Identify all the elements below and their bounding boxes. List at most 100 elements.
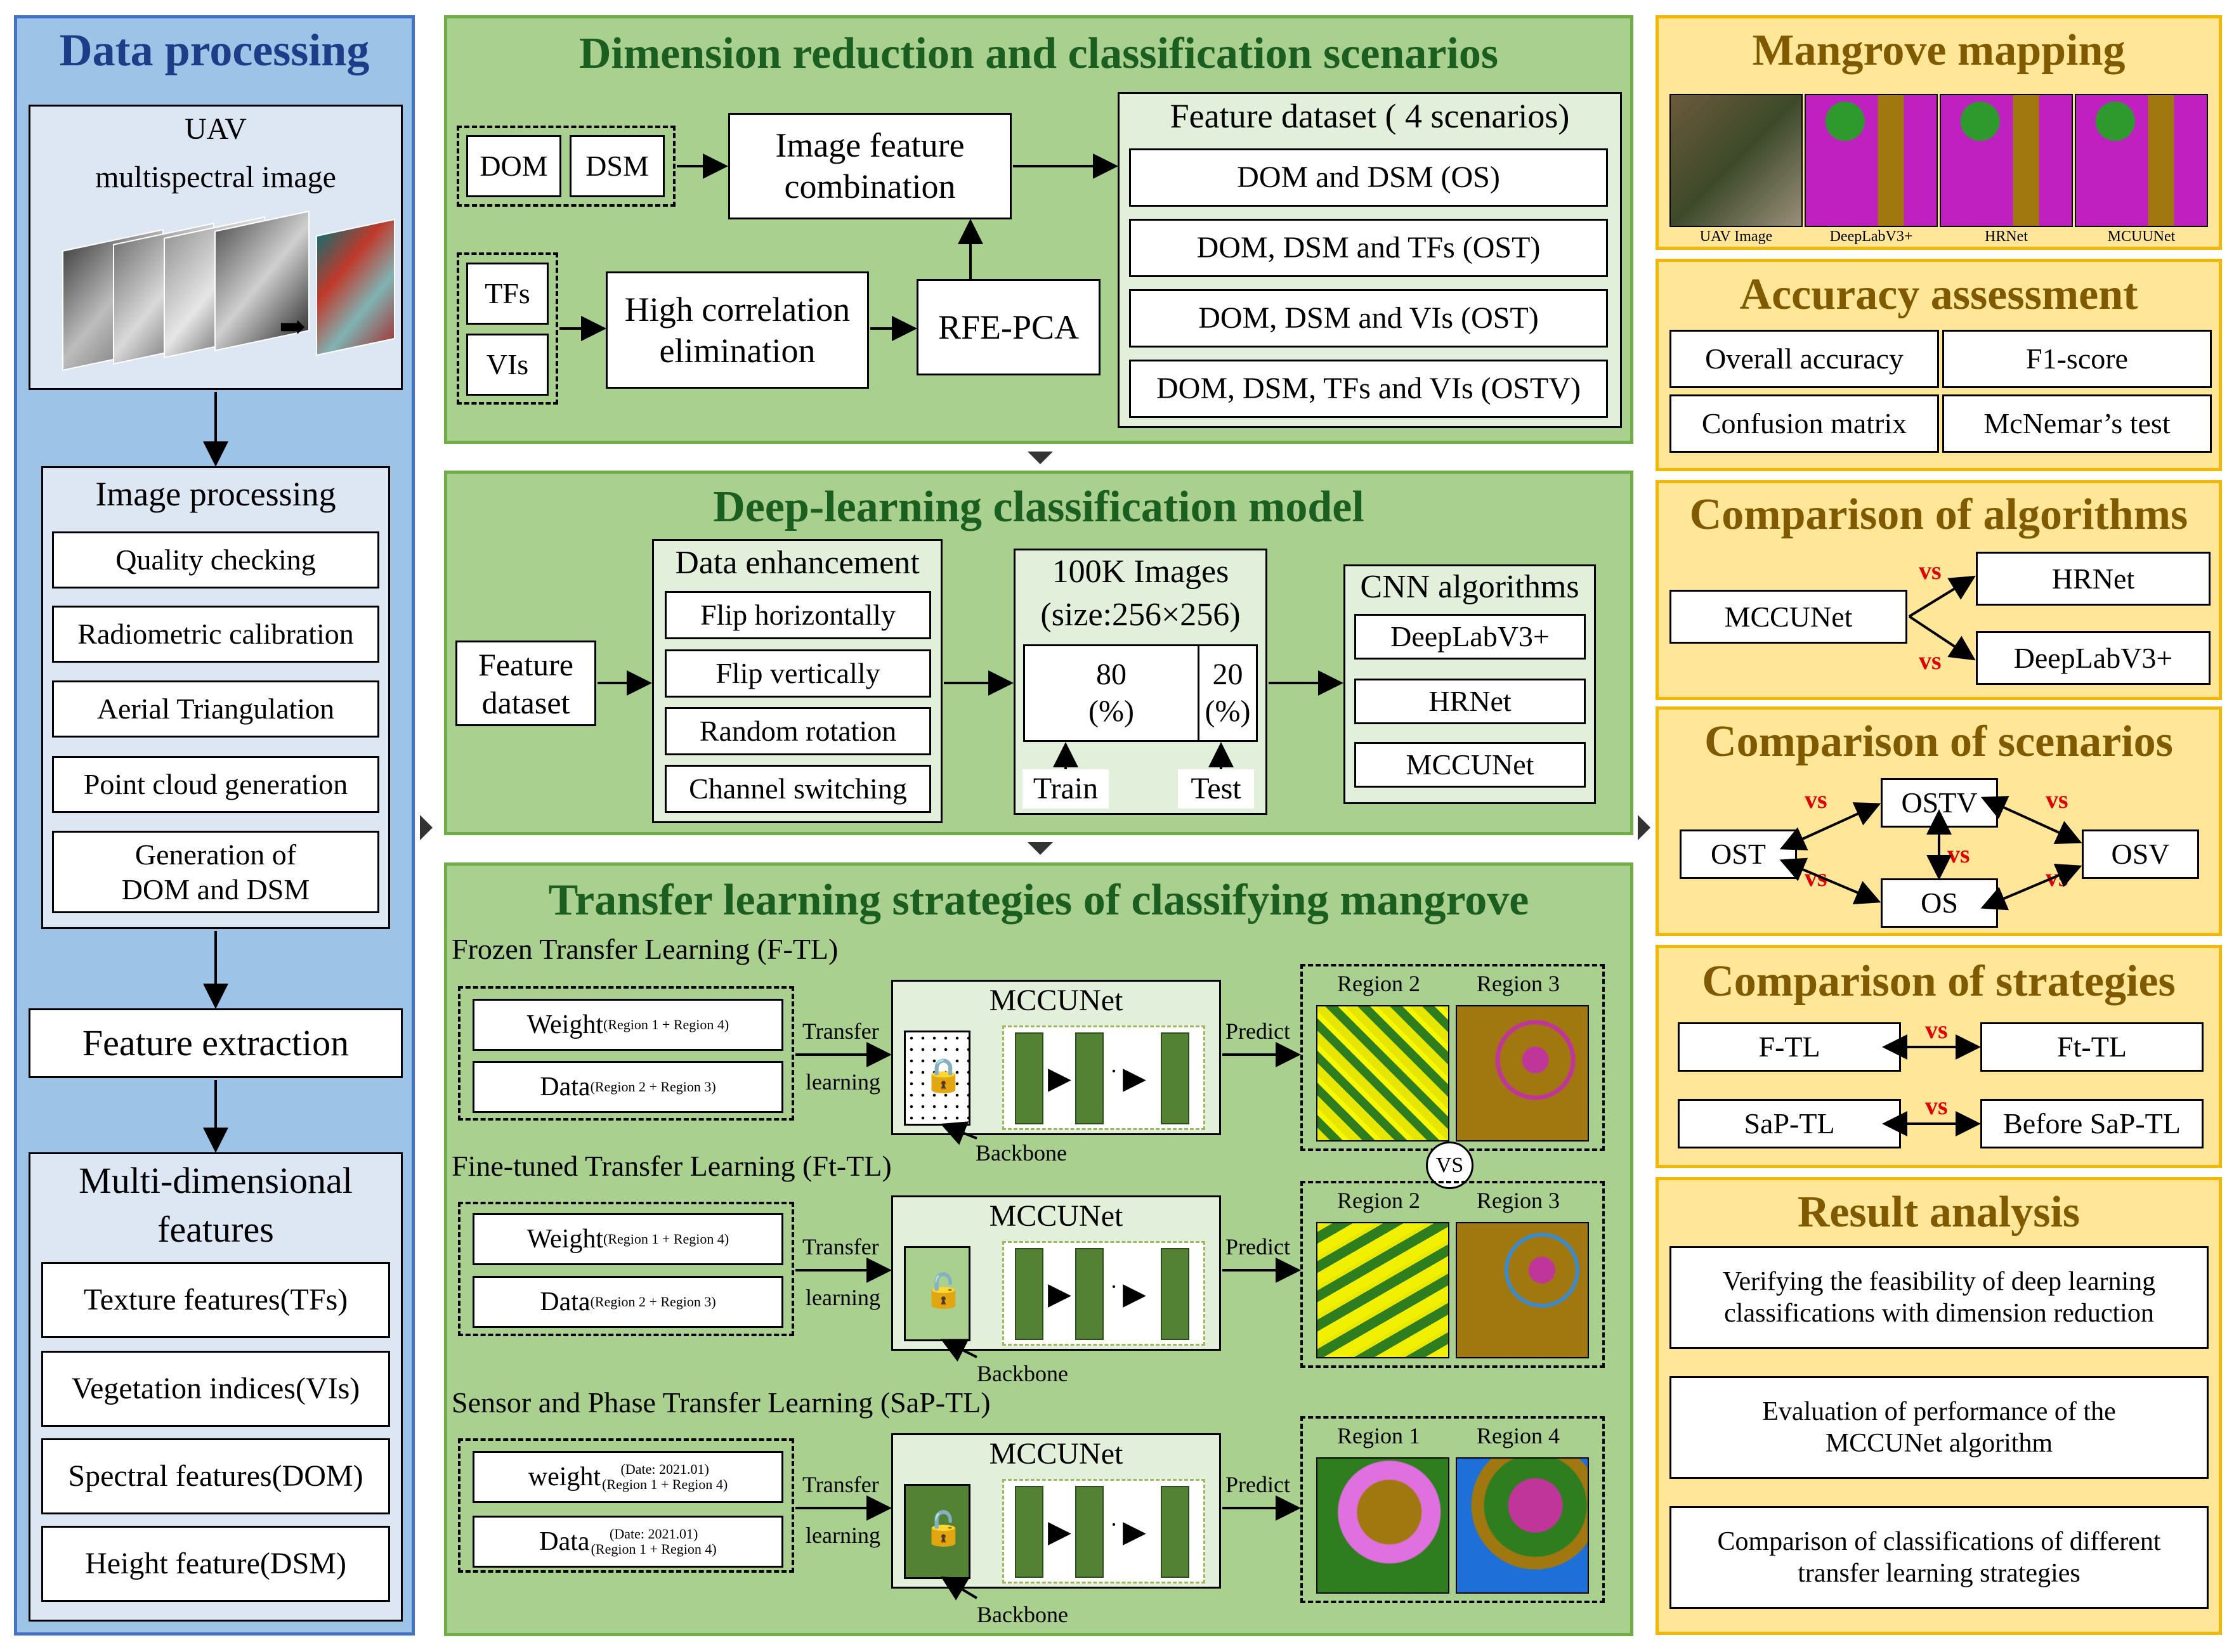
channel-switching-item: Channel switching <box>665 765 931 813</box>
transfer-title: Transfer learning strategies of classify… <box>548 876 1529 925</box>
overall-accuracy-item: Overall accuracy <box>1669 330 1939 388</box>
result-item-1: Verifying the feasibility of deep learni… <box>1669 1246 2209 1349</box>
tfs-vis-group <box>457 252 558 405</box>
confusion-matrix-item: Confusion matrix <box>1669 394 1939 453</box>
random-rotation-item: Random rotation <box>665 707 931 755</box>
weight-sub-saptl: (Region 1 + Region 4) <box>602 1476 728 1492</box>
spectral-features-item: Spectral features(DOM) <box>41 1438 390 1514</box>
region-a-map-fttl <box>1316 1222 1449 1358</box>
transfer-label-ftl-2: learning <box>806 1069 880 1095</box>
weight-data-group-ftl <box>458 986 794 1121</box>
train-label: Train <box>1022 769 1109 809</box>
layer-3-ftl <box>1161 1032 1189 1124</box>
play-icon-saptl-2: ▶ <box>1123 1515 1146 1549</box>
dom-box: DOM <box>466 135 561 197</box>
deep-learning-title: Deep-learning classification model <box>713 483 1364 531</box>
backbone-label-saptl: Backbone <box>977 1602 1068 1627</box>
image-feature-line1: Image feature <box>775 126 965 165</box>
transfer-label-fttl-2: learning <box>806 1285 880 1310</box>
model-title-saptl: MCCUNet <box>989 1437 1123 1471</box>
flip-vertically-item: Flip vertically <box>665 649 931 698</box>
image-feature-combination-box: Image feature combination <box>728 113 1012 219</box>
mapping-mcuunet-image <box>2075 94 2208 227</box>
radiometric-calibration-item: Radiometric calibration <box>52 606 379 663</box>
test-split-box: 20 (%) <box>1198 644 1258 742</box>
strategy-name-fttl: Fine-tuned Transfer Learning (Ft-TL) <box>452 1150 892 1182</box>
region-b-map-saptl <box>1456 1457 1589 1594</box>
mapping-title: Mangrove mapping <box>1752 26 2126 75</box>
transfer-label-saptl-1: Transfer <box>802 1472 879 1497</box>
data-sub-ftl: (Region 2 + Region 3) <box>590 1078 716 1095</box>
weight-sub-fttl: (Region 1 + Region 4) <box>603 1230 729 1247</box>
data-sub-saptl: (Region 1 + Region 4) <box>591 1541 717 1557</box>
vs-circle-label: VS <box>1435 1153 1464 1177</box>
layer-1-fttl <box>1015 1248 1043 1340</box>
mapping-hrnet-image <box>1940 94 2073 227</box>
transfer-label-fttl-1: Transfer <box>802 1234 879 1259</box>
weight-label-saptl: weight <box>528 1462 601 1492</box>
algo-vs-label-1: vs <box>1919 556 1942 585</box>
algo-mccunet-box: MCCUNet <box>1669 590 1907 644</box>
high-corr-line1: High correlation <box>624 290 851 328</box>
uav-image-box: UAV multispectral image ➡ <box>29 105 403 390</box>
data-sup-saptl: (Date: 2021.01) <box>610 1525 698 1542</box>
train-pct-value: 80 <box>1096 658 1127 692</box>
data-enhancement-title: Data enhancement <box>675 545 920 581</box>
play-icon-saptl-1: ▶ <box>1048 1515 1071 1549</box>
feature-dataset-input-box: Feature dataset <box>455 641 596 726</box>
image-feature-line2: combination <box>784 167 956 205</box>
data-label-fttl: Data <box>540 1287 591 1317</box>
layer-1-saptl <box>1015 1486 1043 1578</box>
cnn-title: CNN algorithms <box>1360 569 1579 605</box>
region-a-map-saptl <box>1316 1457 1449 1594</box>
weight-data-group-saptl <box>458 1438 794 1573</box>
strat-ftl-box: F-TL <box>1678 1022 1901 1072</box>
region-b-label-ftl: Region 3 <box>1477 971 1560 996</box>
vegetation-indices-item: Vegetation indices(VIs) <box>41 1351 390 1427</box>
algo-vs-label-2: vs <box>1919 646 1942 675</box>
caption-mcuunet: MCUUNet <box>2107 228 2176 245</box>
model-title-ftl: MCCUNet <box>989 984 1123 1017</box>
layer-1-ftl <box>1015 1032 1043 1124</box>
strategy-name-ftl: Frozen Transfer Learning (F-TL) <box>452 933 839 965</box>
test-label: Test <box>1178 769 1254 809</box>
mapping-deeplab-image <box>1805 94 1938 227</box>
region-b-map-fttl <box>1456 1222 1589 1358</box>
data-label-saptl: Data <box>539 1526 590 1556</box>
weight-box-fttl: Weight(Region 1 + Region 4) <box>473 1213 783 1265</box>
data-sub-fttl: (Region 2 + Region 3) <box>590 1293 716 1310</box>
play-icon-ftl-2: ▶ <box>1123 1062 1146 1095</box>
rfe-pca-box: RFE-PCA <box>917 279 1101 375</box>
point-cloud-item: Point cloud generation <box>52 756 379 813</box>
backbone-frozen-ftl <box>904 1031 970 1126</box>
test-pct-unit: (%) <box>1205 694 1251 728</box>
high-corr-line2: elimination <box>659 331 816 370</box>
dimension-title: Dimension reduction and classification s… <box>578 29 1499 78</box>
lock-closed-icon-ftl: 🔒 <box>923 1058 964 1094</box>
strat-fttl-box: Ft-TL <box>1980 1022 2204 1072</box>
multi-dim-title-1: Multi-dimensional <box>79 1160 353 1201</box>
mapping-uav-image <box>1669 94 1803 227</box>
strat-saptl-box: SaP-TL <box>1678 1099 1901 1148</box>
layer-2-saptl <box>1075 1486 1104 1578</box>
images-title-1: 100K Images <box>1052 554 1229 590</box>
dots-icon-ftl: · <box>1110 1058 1118 1084</box>
data-box-saptl: Data (Date: 2021.01)(Region 1 + Region 4) <box>473 1516 783 1568</box>
image-processing-title: Image processing <box>95 475 336 513</box>
predict-label-ftl: Predict <box>1225 1018 1290 1044</box>
train-pct-unit: (%) <box>1088 694 1134 728</box>
tfs-box: TFs <box>466 263 549 325</box>
f1-score-item: F1-score <box>1942 330 2212 388</box>
predict-label-saptl: Predict <box>1225 1472 1290 1497</box>
caption-deeplab: DeepLabV3+ <box>1829 228 1913 245</box>
vis-box: VIs <box>466 334 549 396</box>
dots-icon-fttl: · <box>1110 1274 1118 1299</box>
test-pct-value: 20 <box>1212 658 1243 692</box>
feature-dataset-line2: dataset <box>481 684 570 720</box>
cnn-hrnet-item: HRNet <box>1354 679 1586 724</box>
strat-before-box: Before SaP-TL <box>1980 1099 2204 1148</box>
caption-hrnet: HRNet <box>1985 228 2028 245</box>
high-correlation-box: High correlation elimination <box>606 271 869 389</box>
result-item-2: Evaluation of performance of the MCCUNet… <box>1669 1376 2209 1479</box>
transfer-label-ftl-1: Transfer <box>802 1018 879 1044</box>
